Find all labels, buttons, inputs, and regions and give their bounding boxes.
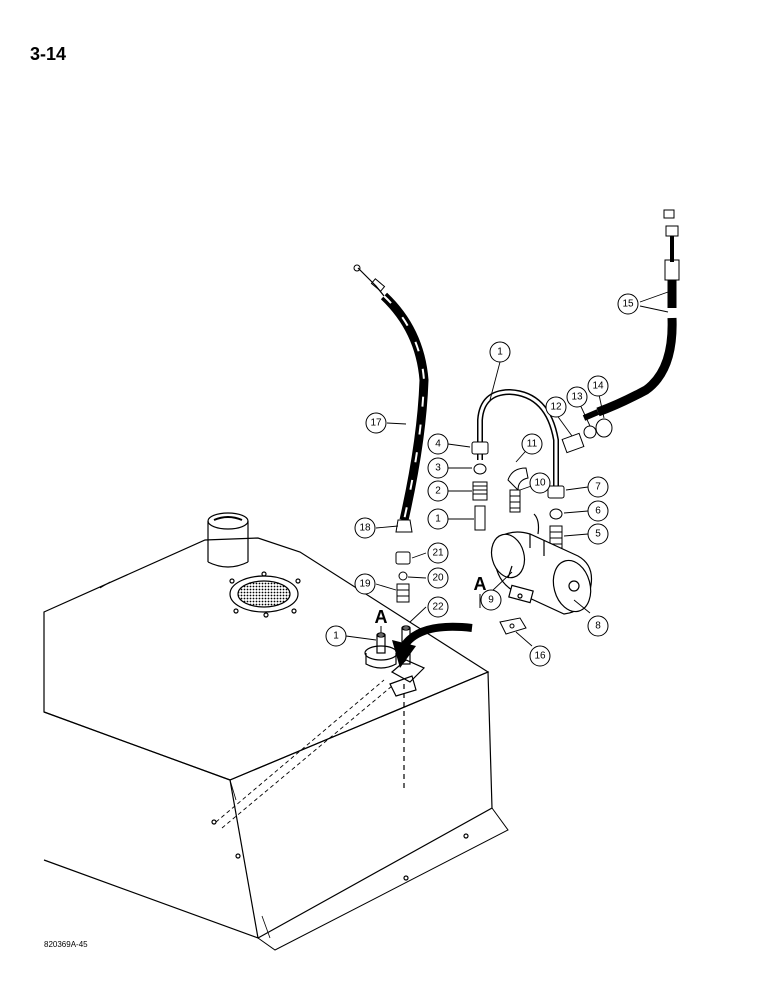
svg-text:1: 1 xyxy=(435,514,441,525)
svg-text:10: 10 xyxy=(534,478,546,489)
callout-20: 20 xyxy=(427,567,449,589)
svg-text:14: 14 xyxy=(592,381,604,392)
svg-text:1: 1 xyxy=(333,631,339,642)
mounting-bracket xyxy=(499,617,527,635)
svg-text:4: 4 xyxy=(435,439,441,450)
callout-11: 11 xyxy=(521,433,543,455)
svg-text:5: 5 xyxy=(595,529,601,540)
callout-13: 13 xyxy=(566,386,588,408)
callout-2: 2 xyxy=(427,480,449,502)
svg-text:15: 15 xyxy=(622,299,634,310)
callout-10: 10 xyxy=(529,472,551,494)
direction-arrow xyxy=(392,622,473,668)
callout-4: 4 xyxy=(427,433,449,455)
callout-16: 16 xyxy=(529,645,551,667)
leader-lines xyxy=(345,291,669,647)
fittings-right xyxy=(547,485,565,549)
svg-text:22: 22 xyxy=(432,602,444,613)
view-letter-a-pump: A xyxy=(474,574,487,594)
callout-8: 8 xyxy=(587,615,609,637)
callout-1-tube: 1 xyxy=(489,341,511,363)
svg-text:18: 18 xyxy=(359,523,371,534)
svg-text:13: 13 xyxy=(571,392,583,403)
svg-text:16: 16 xyxy=(534,651,546,662)
return-hose xyxy=(353,264,429,521)
fuel-pump xyxy=(490,513,593,615)
callout-1-short-tube: 1 xyxy=(427,508,449,530)
callout-7: 7 xyxy=(587,476,609,498)
callout-9: 9 xyxy=(480,589,502,611)
svg-text:9: 9 xyxy=(488,595,494,606)
svg-text:1: 1 xyxy=(497,347,503,358)
callout-6: 6 xyxy=(587,500,609,522)
svg-text:8: 8 xyxy=(595,621,601,632)
callout-17: 17 xyxy=(365,412,387,434)
svg-text:11: 11 xyxy=(527,439,538,450)
callout-1-tank: 1 xyxy=(325,625,347,647)
svg-text:6: 6 xyxy=(595,506,601,517)
figure-code: 820369A-45 xyxy=(44,940,88,949)
callout-15: 15 xyxy=(617,293,639,315)
svg-text:12: 12 xyxy=(550,402,562,413)
fuel-tube xyxy=(477,388,559,486)
callout-22: 22 xyxy=(427,596,449,618)
fuel-tank xyxy=(43,512,509,951)
callout-3: 3 xyxy=(427,457,449,479)
view-letter-a-tank: A xyxy=(375,607,388,627)
callout-12: 12 xyxy=(545,396,567,418)
callout-14: 14 xyxy=(587,375,609,397)
page-number: 3-14 xyxy=(30,44,67,64)
callout-19: 19 xyxy=(354,573,376,595)
callout-18: 18 xyxy=(354,517,376,539)
supply-hose xyxy=(582,209,680,421)
return-fittings xyxy=(395,519,413,603)
fittings-hose-end xyxy=(561,418,613,454)
svg-text:21: 21 xyxy=(432,548,444,559)
short-tube xyxy=(474,505,486,531)
svg-text:17: 17 xyxy=(370,418,382,429)
svg-text:7: 7 xyxy=(595,482,601,493)
svg-text:20: 20 xyxy=(432,573,444,584)
callout-21: 21 xyxy=(427,542,449,564)
svg-text:19: 19 xyxy=(359,579,371,590)
svg-text:3: 3 xyxy=(435,463,441,474)
svg-text:2: 2 xyxy=(435,486,441,497)
elbow-fitting xyxy=(507,467,529,513)
callout-5: 5 xyxy=(587,523,609,545)
